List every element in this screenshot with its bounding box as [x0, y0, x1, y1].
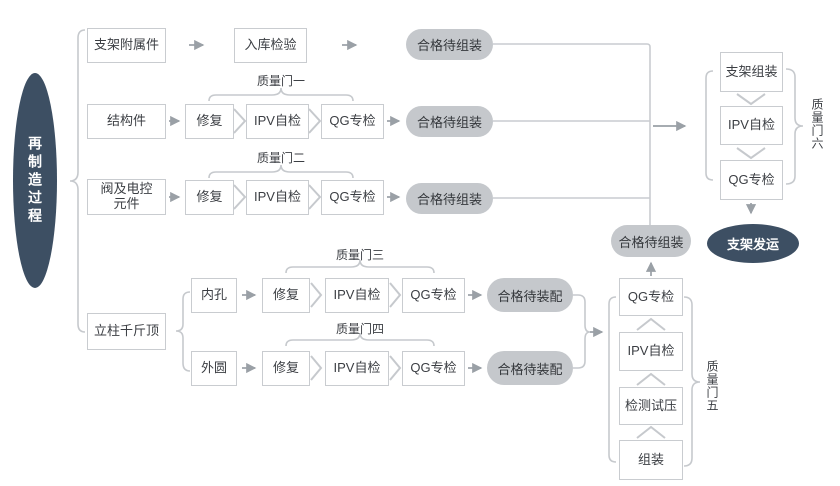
gate6-brace — [785, 68, 804, 185]
pill-assembly-result: 合格待组装 — [611, 225, 691, 257]
node-accessories-part: 支架附属件 — [87, 28, 166, 63]
chevron-down-icon — [736, 147, 766, 160]
pill-valve-result: 合格待组装 — [406, 183, 493, 214]
source-brace — [69, 29, 86, 333]
node-structural-repair: 修复 — [185, 104, 234, 139]
flow-arrows — [169, 39, 757, 374]
node-assembly-special-check: QG专检 — [619, 278, 683, 316]
pill-inner-result: 合格待装配 — [487, 278, 573, 312]
node-valve-repair: 修复 — [185, 180, 234, 215]
chevron-right-icon — [389, 355, 402, 381]
chevron-up-icon — [636, 425, 666, 439]
chevron-down-icon — [736, 93, 766, 106]
pill-outer-result: 合格待装配 — [487, 351, 573, 385]
node-jack-part: 立柱千斤顶 — [87, 313, 166, 350]
jack-split-brace — [175, 291, 191, 372]
node-inner-special-check: QG专检 — [402, 278, 465, 313]
node-inner-self-check: IPV自检 — [325, 278, 389, 313]
gate1-bracket — [208, 87, 354, 102]
node-final-special-check: QG专检 — [720, 160, 783, 200]
node-outer-special-check: QG专检 — [402, 351, 465, 386]
chevron-right-icon — [310, 355, 323, 381]
chevron-right-icon — [308, 184, 322, 210]
node-inner-repair: 修复 — [262, 278, 310, 313]
junction-line-top — [493, 43, 651, 225]
collector-brace — [573, 294, 591, 369]
gate4-label: 质量门四 — [335, 322, 384, 336]
chevron-up-icon — [636, 372, 666, 386]
node-test-pressure: 检测试压 — [619, 387, 683, 425]
node-valve-self-check: IPV自检 — [246, 180, 309, 215]
node-valve-part: 阀及电控 元件 — [87, 179, 166, 215]
chevron-up-icon — [636, 317, 666, 331]
gate2-bracket — [208, 164, 354, 179]
ship-ellipse: 支架发运 — [707, 224, 799, 263]
gate3-bracket — [285, 259, 435, 274]
chevron-right-icon — [308, 108, 322, 134]
node-final-self-check: IPV自检 — [720, 106, 783, 145]
step-chevrons — [233, 93, 766, 439]
node-jack-outer: 外圆 — [191, 351, 237, 386]
node-assembly-self-check: IPV自检 — [619, 332, 683, 371]
source-label: 再制造过程 — [27, 135, 43, 226]
node-assemble: 组装 — [619, 440, 683, 480]
node-jack-inner: 内孔 — [191, 278, 237, 313]
gate2-label: 质量门二 — [256, 151, 305, 165]
source-ellipse: 再制造过程 — [13, 73, 57, 288]
pill-accessories-result: 合格待组装 — [406, 29, 493, 60]
final-left-bracket — [705, 70, 714, 181]
gate5-label: 质量门五 — [705, 360, 719, 412]
node-structural-self-check: IPV自检 — [246, 104, 309, 139]
gate6-label: 质量门六 — [810, 98, 824, 150]
chevron-right-icon — [233, 184, 247, 210]
node-incoming-inspection: 入库检验 — [234, 28, 307, 63]
pill-structural-result: 合格待组装 — [406, 106, 493, 137]
node-outer-self-check: IPV自检 — [325, 351, 389, 386]
node-structural-part: 结构件 — [87, 104, 166, 139]
gate4-bracket — [285, 332, 435, 347]
node-valve-special-check: QG专检 — [321, 180, 384, 215]
chevron-right-icon — [233, 108, 247, 134]
node-outer-repair: 修复 — [262, 351, 310, 386]
chevron-right-icon — [389, 282, 402, 308]
node-structural-special-check: QG专检 — [321, 104, 384, 139]
assembly-left-bracket — [608, 296, 617, 463]
gate3-label: 质量门三 — [335, 248, 384, 262]
node-support-assembly: 支架组装 — [720, 52, 783, 92]
chevron-right-icon — [310, 282, 323, 308]
gate1-label: 质量门一 — [256, 74, 305, 88]
gate5-brace — [683, 296, 701, 467]
